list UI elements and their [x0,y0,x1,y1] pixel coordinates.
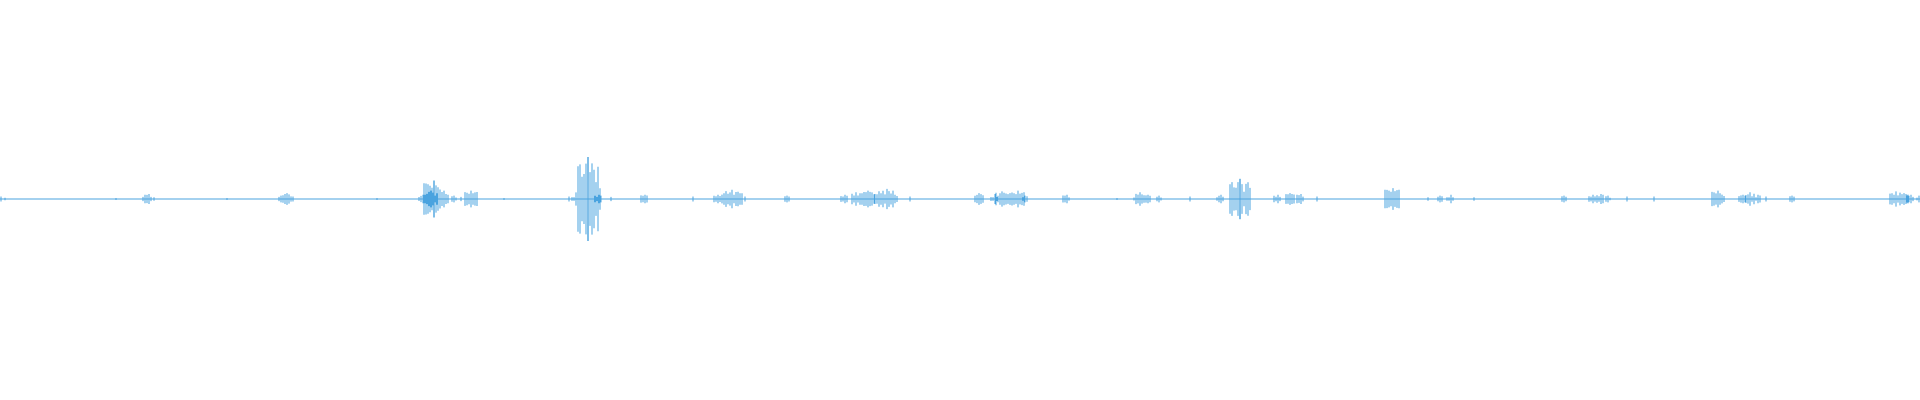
waveform-peaks [0,157,1920,241]
